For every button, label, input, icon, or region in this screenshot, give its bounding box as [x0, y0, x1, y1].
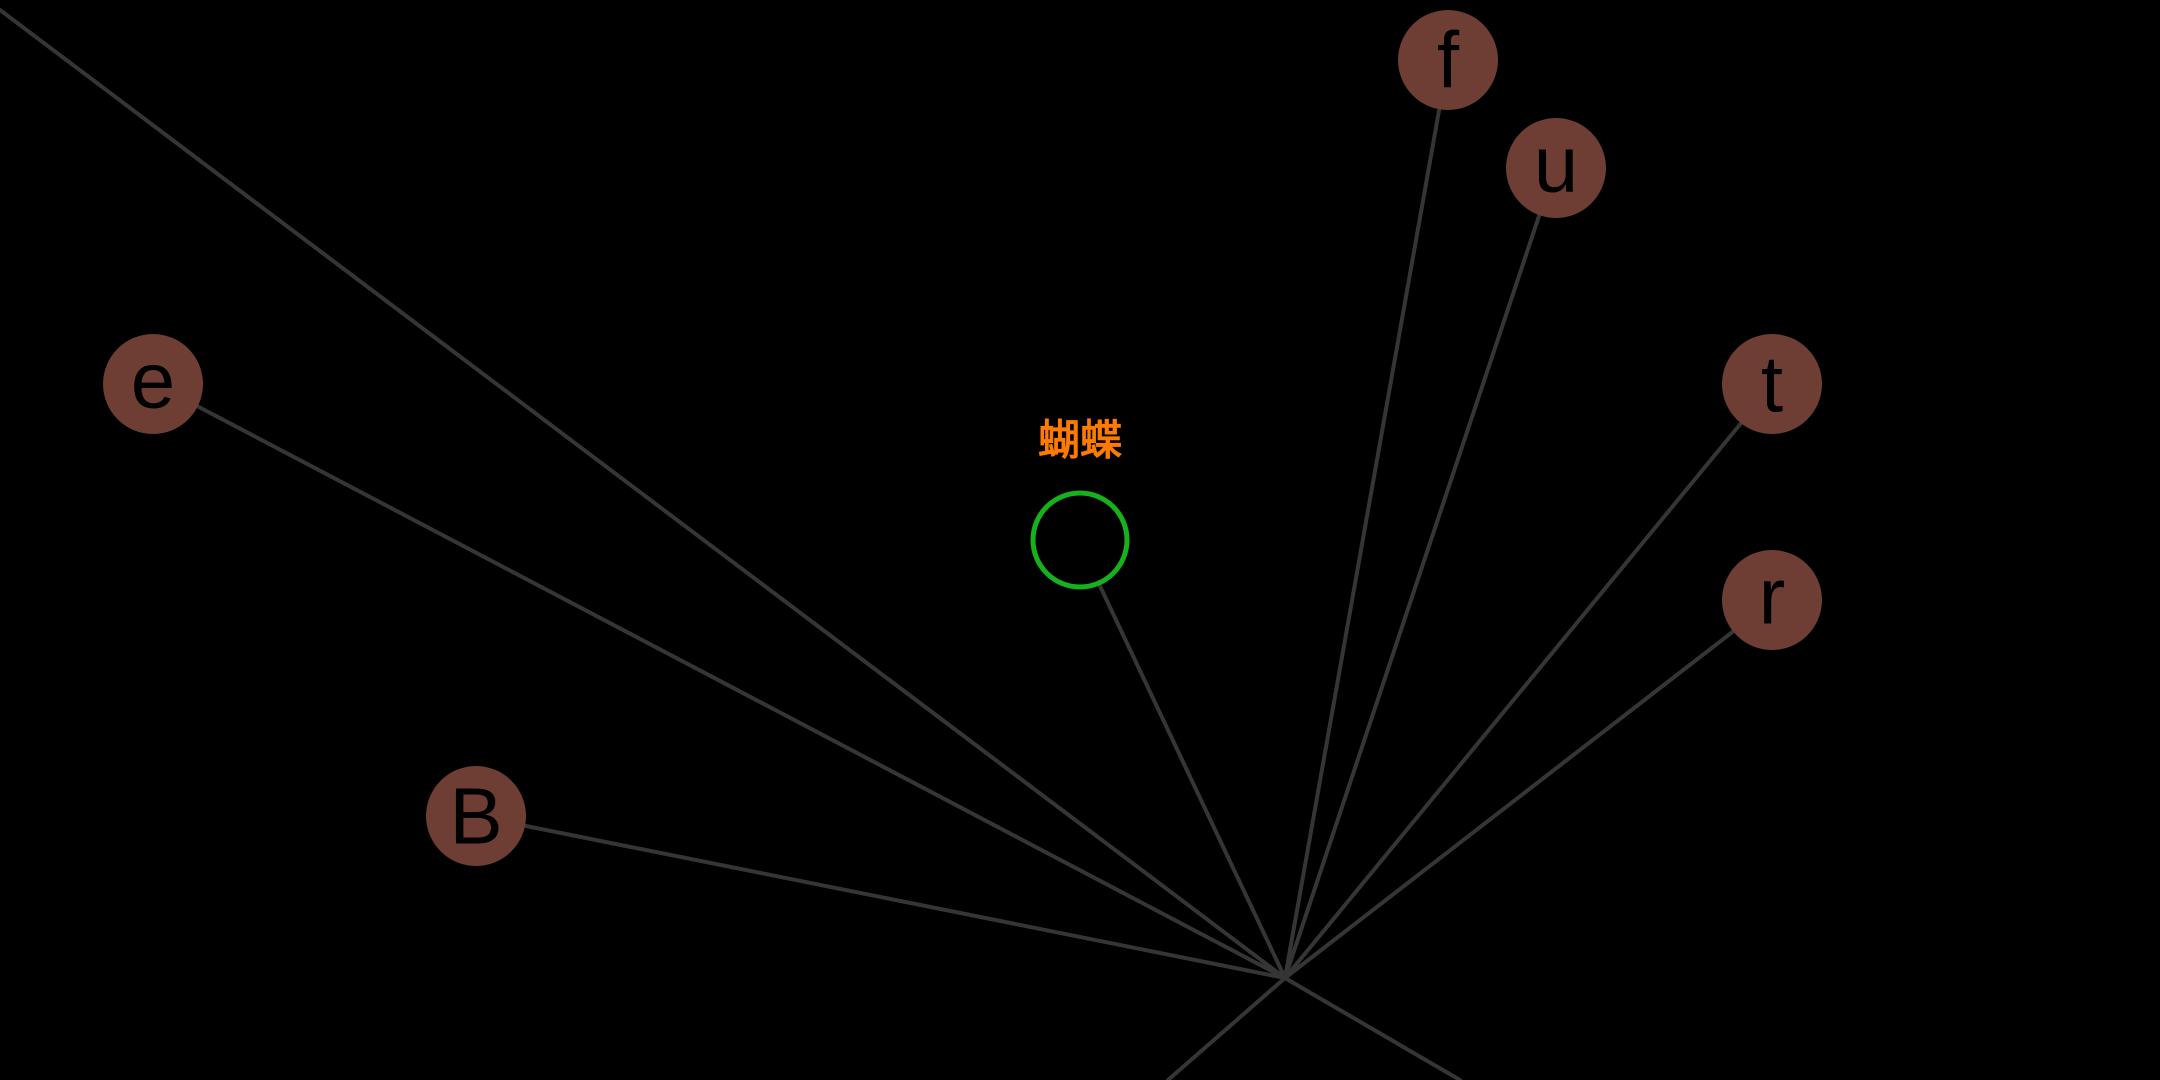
- letter-node-t-circle: [1722, 334, 1822, 434]
- letter-node-b-label: B: [449, 772, 502, 861]
- spoke-f: [1283, 103, 1442, 980]
- letter-node-u[interactable]: u: [1506, 118, 1606, 218]
- letter-node-t[interactable]: t: [1722, 334, 1822, 434]
- spoke-e: [195, 404, 1287, 980]
- letter-node-b-circle: [426, 766, 526, 866]
- letter-node-f-circle: [1398, 10, 1498, 110]
- spoke-target: [1098, 584, 1287, 980]
- letter-node-f-label: f: [1437, 16, 1460, 105]
- spoke-offscreen-top-left: [0, 8, 1287, 980]
- letter-node-f[interactable]: f: [1398, 10, 1498, 110]
- letter-node-r-circle: [1722, 550, 1822, 650]
- spoke-u: [1283, 211, 1542, 980]
- letter-node-b[interactable]: B: [426, 766, 526, 866]
- spoke-t: [1283, 420, 1744, 980]
- spoke-r: [1283, 628, 1737, 980]
- spoke-offscreen-bottom-left: [1166, 976, 1287, 1080]
- letter-node-u-label: u: [1534, 120, 1579, 209]
- letter-node-e[interactable]: e: [103, 334, 203, 434]
- spoke-offscreen-bottom-right: [1283, 976, 1462, 1080]
- target: 蝴蝶: [1030, 416, 1130, 590]
- letter-nodes: f u e t r B: [103, 10, 1822, 866]
- letter-node-r[interactable]: r: [1722, 550, 1822, 650]
- letter-node-t-label: t: [1761, 340, 1783, 429]
- letter-node-r-label: r: [1759, 552, 1786, 641]
- letter-node-u-circle: [1506, 118, 1606, 218]
- spokes: [0, 8, 1744, 1080]
- letter-node-e-circle: [103, 334, 203, 434]
- target-word-label: 蝴蝶: [1038, 416, 1123, 465]
- spoke-b: [524, 824, 1287, 980]
- letter-node-e-label: e: [131, 336, 176, 425]
- target-ring[interactable]: [1030, 490, 1130, 590]
